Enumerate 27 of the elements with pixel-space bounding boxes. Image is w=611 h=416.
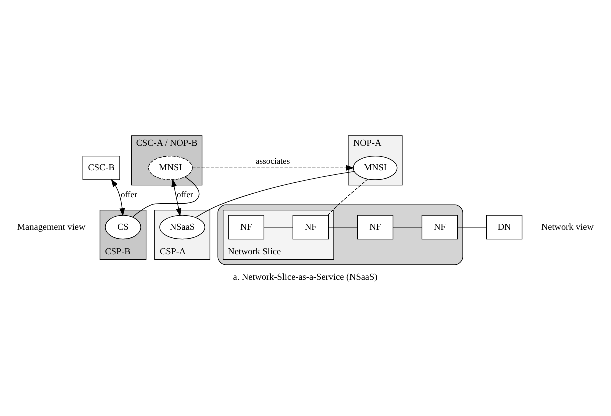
connector [328, 179, 368, 216]
node-box: CSC-B [82, 156, 120, 180]
node-ellipse: MNSI [148, 156, 193, 180]
connector [393, 227, 422, 228]
connector [328, 227, 358, 228]
connector [264, 227, 294, 228]
label: Network view [542, 222, 594, 232]
edge-label: offer [120, 189, 138, 200]
node-box: DN [486, 215, 523, 240]
edge-label: associates [256, 156, 290, 166]
node-box: NF [422, 215, 458, 240]
cluster [218, 204, 464, 266]
connector [132, 176, 200, 218]
node-ellipse: MNSI [353, 156, 398, 180]
node-ellipse: CS [105, 215, 142, 240]
caption: a. Network-Slice-as-a-Service (NSaaS) [233, 272, 378, 282]
arrow [172, 179, 182, 217]
connector [196, 171, 355, 218]
node-ellipse: NSaaS [160, 215, 206, 240]
label: Management view [17, 222, 86, 232]
node-box: NF [228, 215, 265, 240]
edge-label: offer [176, 189, 194, 200]
arrow [111, 179, 126, 216]
node-box: NF [357, 215, 394, 240]
node-box: NF [292, 215, 330, 240]
arrow [192, 165, 354, 171]
connector [458, 227, 487, 228]
